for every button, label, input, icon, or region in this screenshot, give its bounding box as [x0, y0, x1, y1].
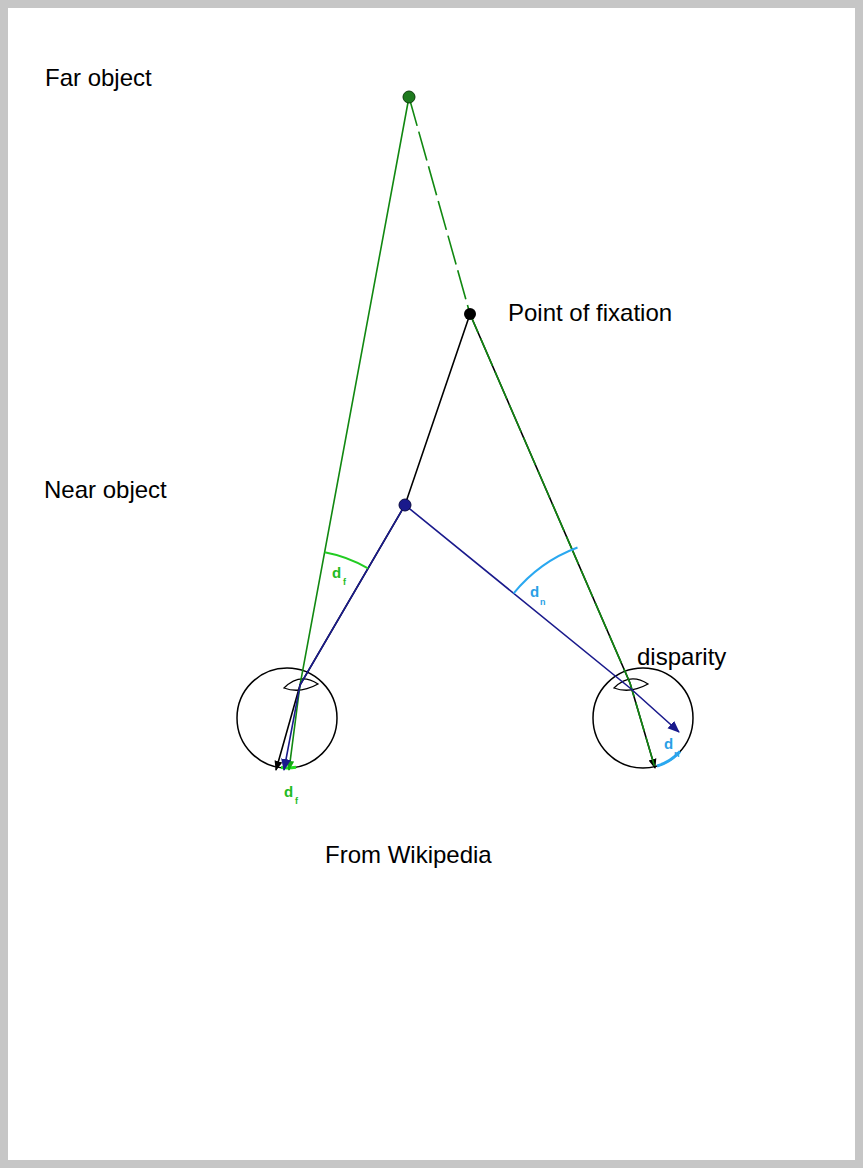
near-disparity-arc [514, 548, 578, 594]
far-disparity-arc [325, 552, 368, 568]
far-sight-line-left [289, 97, 409, 770]
right-eye [593, 668, 693, 768]
near-object-dot [399, 499, 411, 511]
angle-symbol: d [530, 584, 539, 599]
fixation-line-right [470, 314, 655, 768]
disparity-label: disparity [637, 645, 726, 669]
angle-subscript: f [343, 578, 346, 587]
object-label: Point of fixation [508, 301, 672, 325]
far-sight-line-right [409, 97, 655, 768]
source-note: From Wikipedia [325, 843, 492, 867]
near-sight-line-right [405, 505, 679, 732]
far-object-dot [403, 91, 415, 103]
fixation-line-left [276, 314, 470, 770]
angle-symbol: d [664, 736, 673, 751]
object-label: Near object [44, 478, 167, 502]
angle-symbol: d [284, 784, 293, 799]
object-label: Far object [45, 66, 152, 90]
fixation-dot [464, 308, 476, 320]
angle-subscript: n [540, 598, 546, 607]
angle-symbol: d [332, 565, 341, 580]
near-sight-line-left [284, 505, 405, 770]
angle-subscript: f [295, 797, 298, 806]
angle-subscript: n [674, 750, 680, 759]
